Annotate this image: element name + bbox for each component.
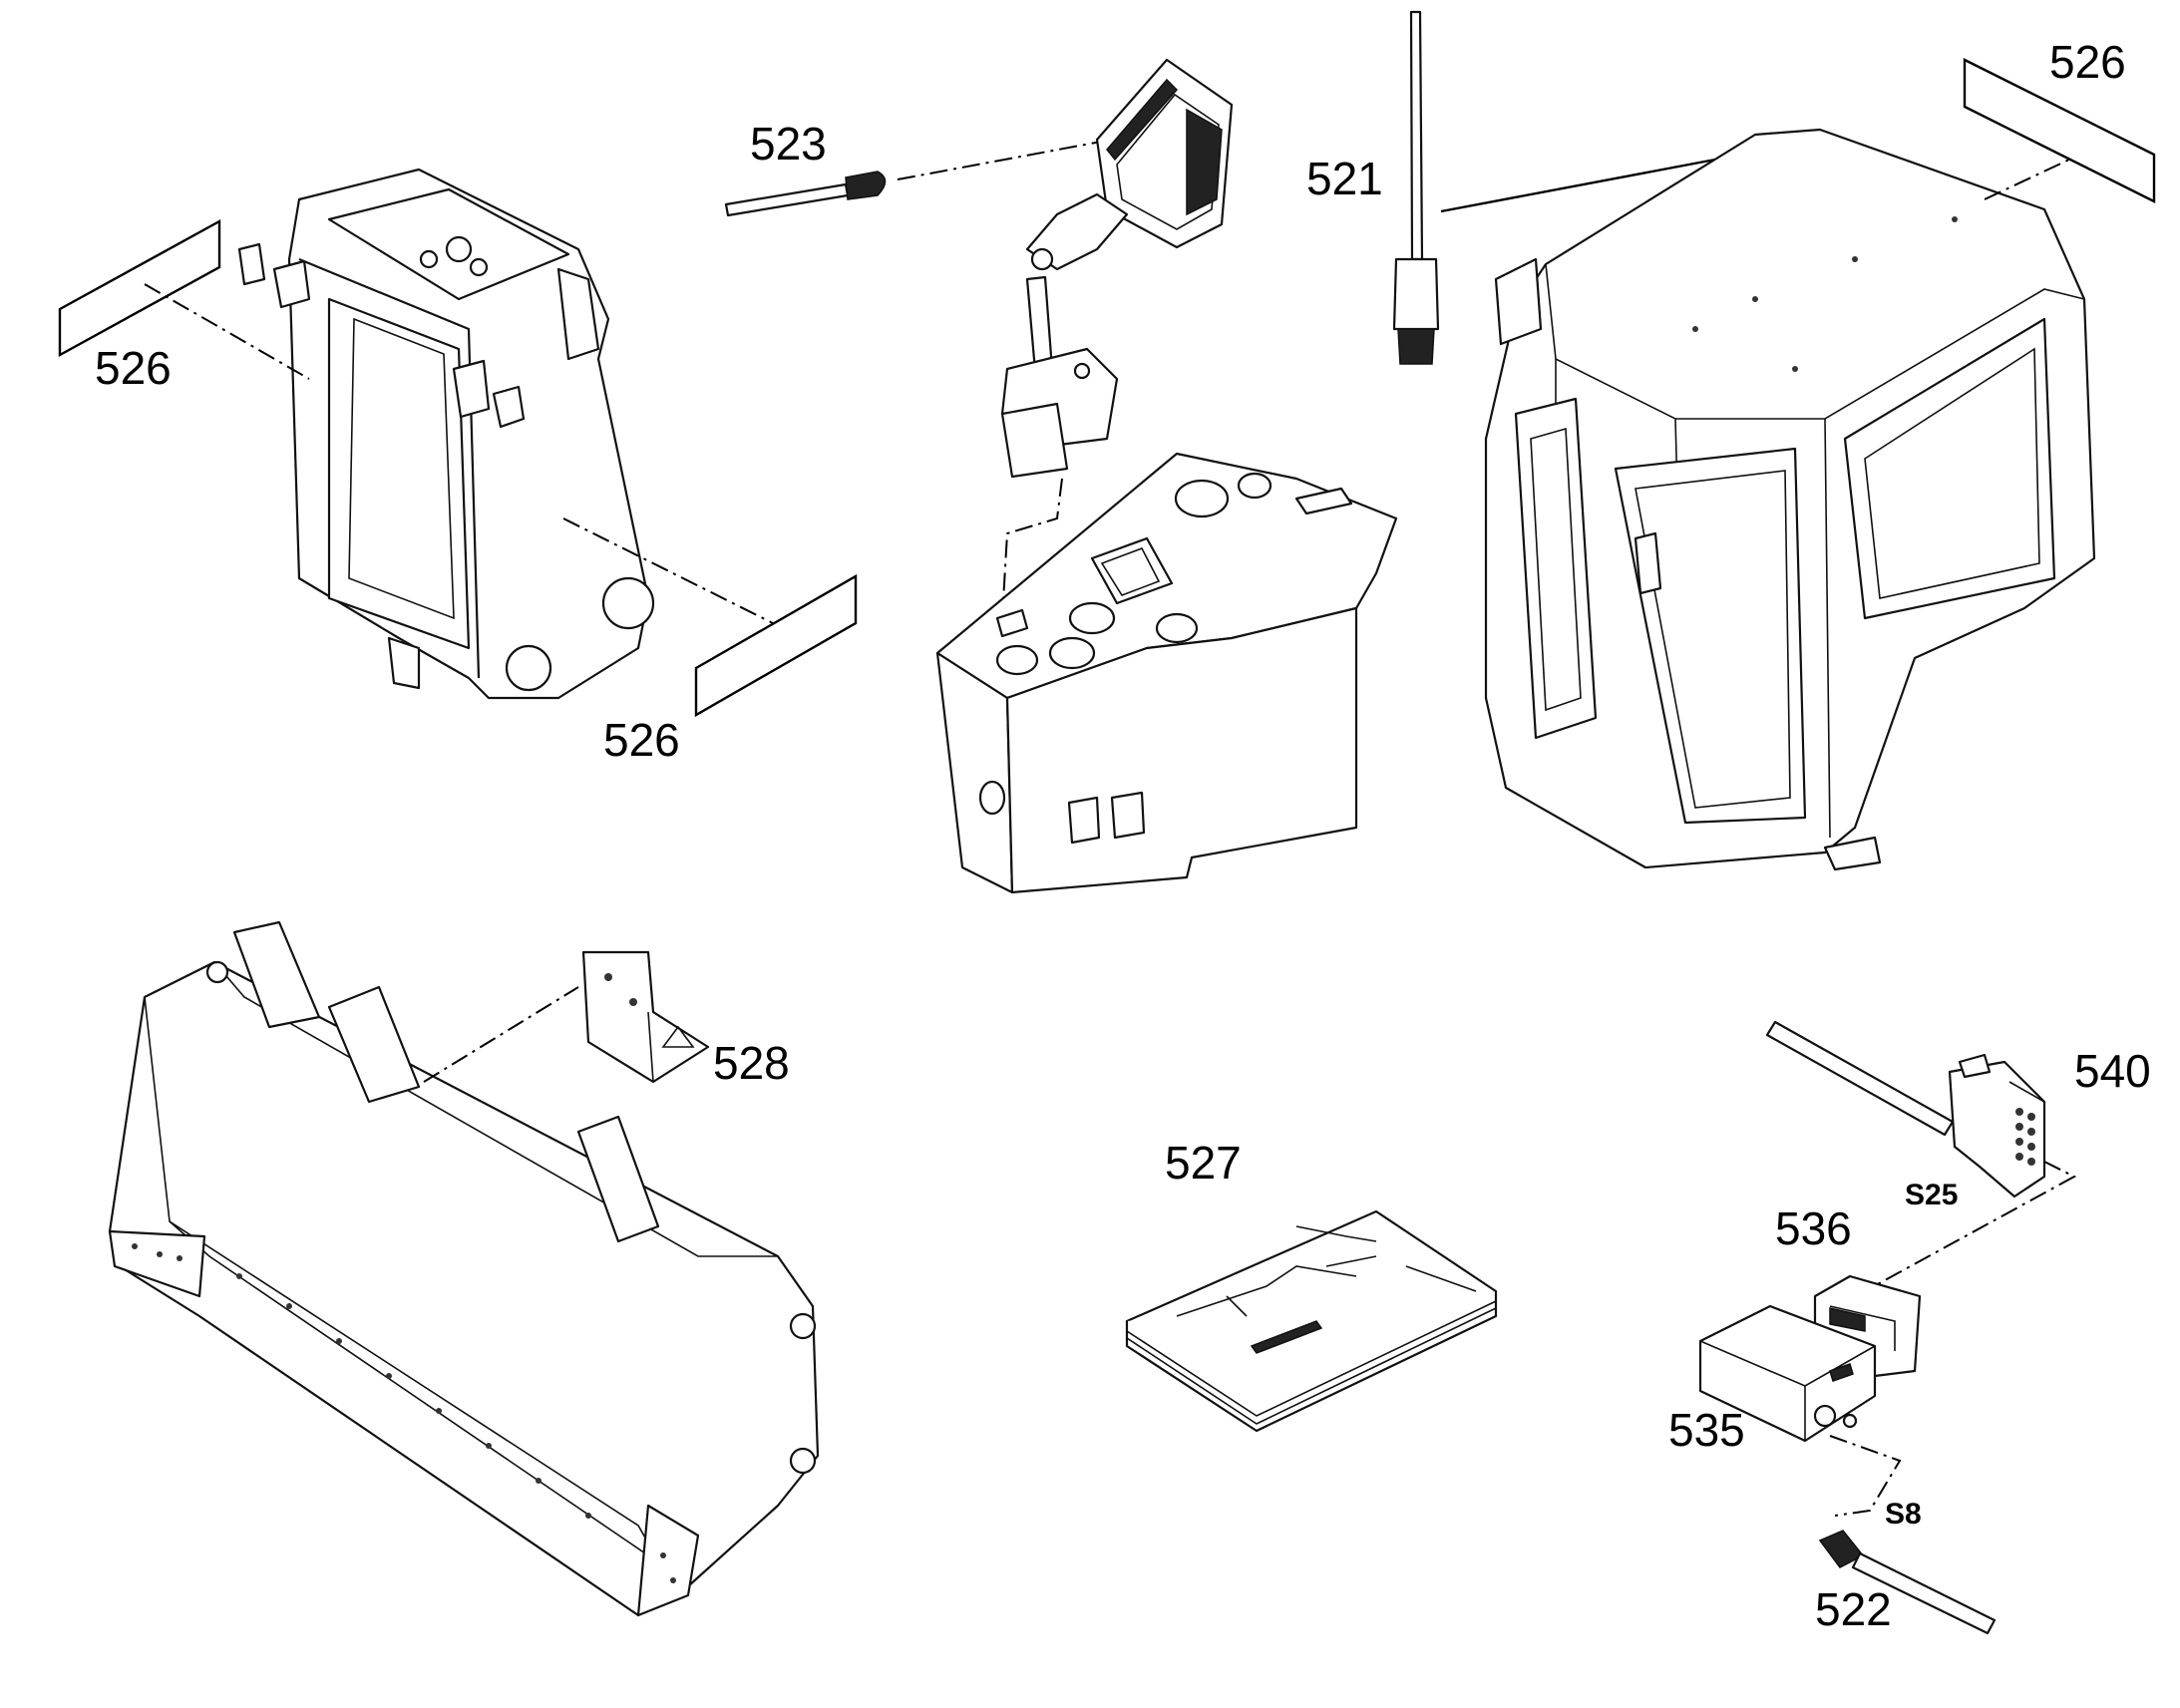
cable-540 xyxy=(1765,1020,1955,1137)
callout-535: 535 xyxy=(1668,1404,1745,1456)
leader-523 xyxy=(897,139,1113,180)
leader-528 xyxy=(423,986,579,1083)
leader-526-bottom xyxy=(562,517,774,624)
bracket-528 xyxy=(581,950,710,1084)
connector-s8: S8 xyxy=(1885,1498,1922,1531)
cable-522 xyxy=(1818,1530,1997,1635)
cable-523 xyxy=(724,171,887,217)
callout-527: 527 xyxy=(1165,1137,1242,1189)
leader-526-right xyxy=(1984,159,2070,200)
blade-bolt-holes xyxy=(132,1243,676,1583)
module-540 xyxy=(1948,1053,2046,1198)
label-sheet-526-right xyxy=(1963,58,2156,203)
manual-527 xyxy=(1125,1209,1498,1433)
callout-526-right: 526 xyxy=(2049,36,2126,88)
leader-526-left xyxy=(144,283,310,380)
callout-526-left: 526 xyxy=(95,342,172,394)
leader-535-to-522 xyxy=(1829,1435,1902,1517)
callout-528: 528 xyxy=(713,1037,790,1089)
receiver-box-535 xyxy=(1698,1304,1877,1443)
cab-structure xyxy=(1484,128,2096,871)
console-panel xyxy=(935,452,1398,894)
callout-521: 521 xyxy=(1306,153,1383,204)
connector-s25: S25 xyxy=(1905,1179,1958,1211)
callout-526-bottom: 526 xyxy=(603,714,680,766)
display-mount-arm xyxy=(1000,192,1129,479)
callout-536: 536 xyxy=(1775,1202,1852,1254)
dozer-blade xyxy=(108,920,820,1617)
main-frame-part xyxy=(237,168,655,700)
leader-521 xyxy=(1440,158,1716,213)
label-sheet-526-left xyxy=(58,218,221,358)
leader-540-to-536 xyxy=(1864,1161,2077,1292)
antenna-521 xyxy=(1392,10,1440,365)
module-540-pins xyxy=(2015,1108,2035,1166)
callout-540: 540 xyxy=(2074,1045,2151,1097)
label-sheet-526-bottom xyxy=(694,573,858,718)
callout-522: 522 xyxy=(1815,1583,1892,1635)
callout-523: 523 xyxy=(750,118,827,170)
leader-mount-to-console xyxy=(1001,478,1063,619)
